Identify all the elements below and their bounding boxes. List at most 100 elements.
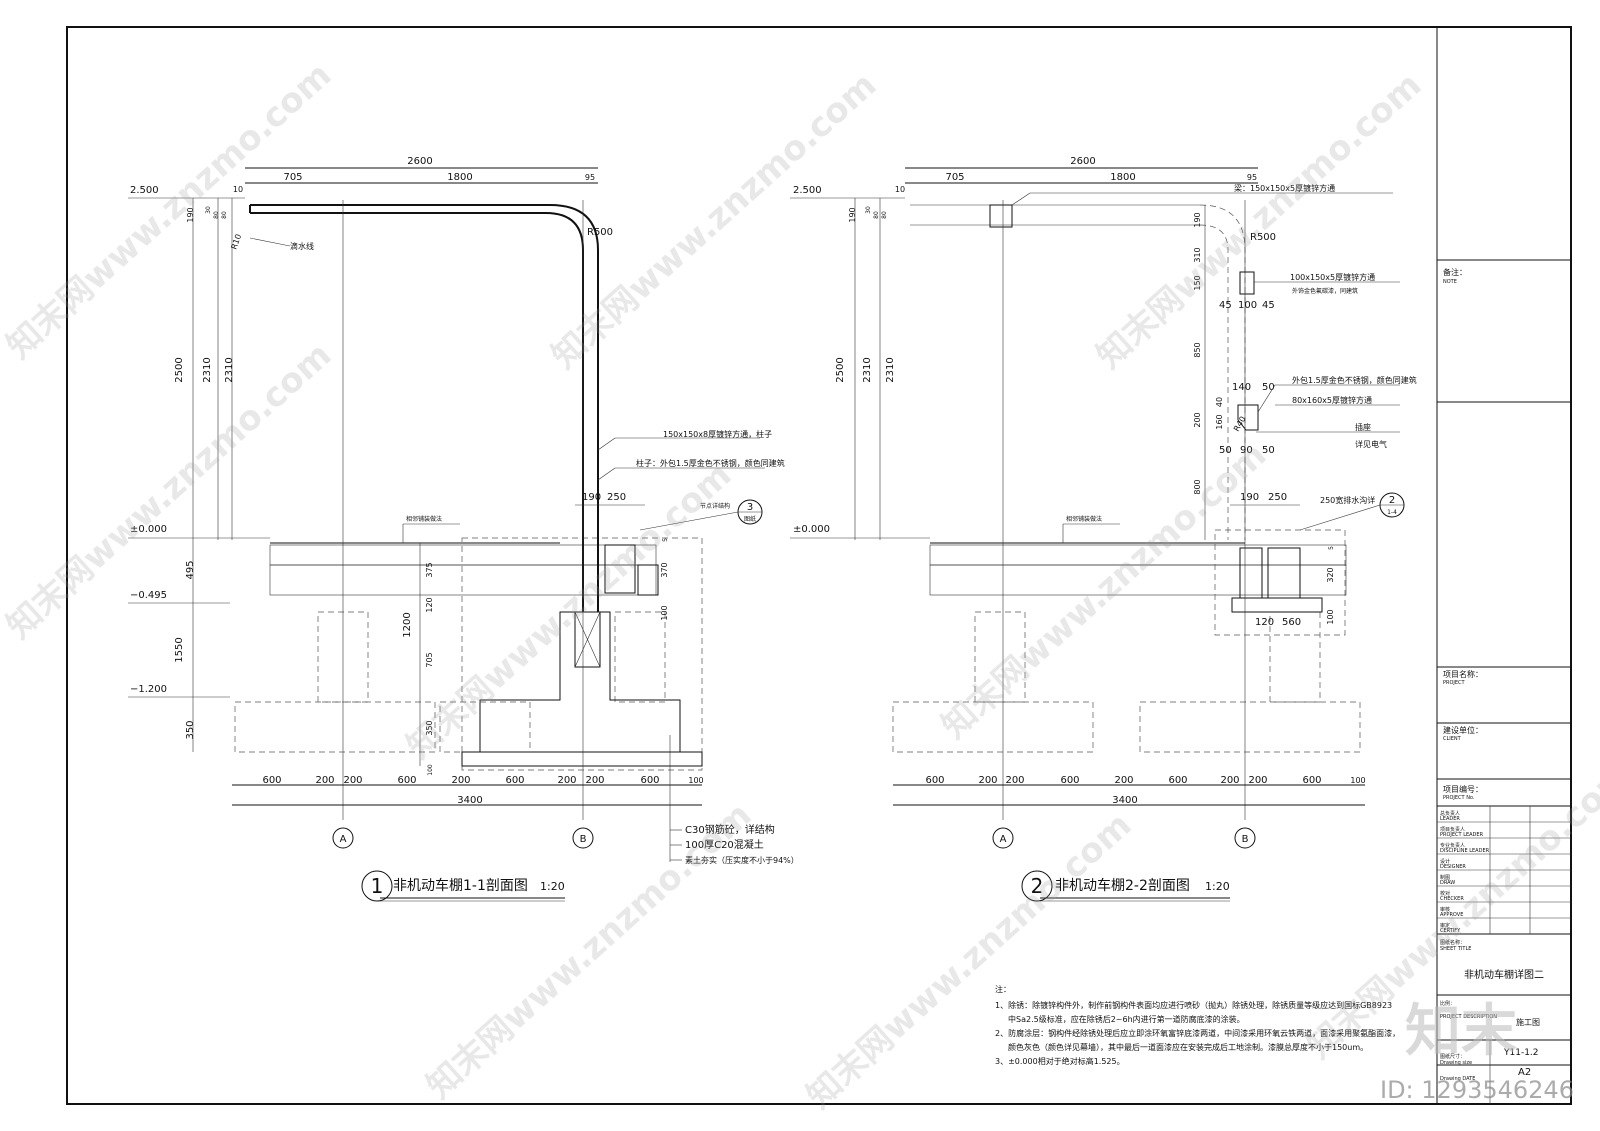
gutter-kerb xyxy=(1239,547,1263,599)
canopy-frame-outer xyxy=(250,212,584,612)
label-c30: C30钢筋砼，详结构 xyxy=(685,823,775,836)
tb-sheet-title-en: SHEET TITLE xyxy=(1440,946,1471,952)
dim-p160: 160 xyxy=(1215,414,1224,429)
watermark-text: 知末网www.znzmo.com xyxy=(0,55,339,367)
tb-phase-en: PROJECT DESCRIPTION xyxy=(1440,1014,1497,1020)
dim-2600: 2600 xyxy=(407,156,432,167)
tb-role-cn: 校对 xyxy=(1440,890,1450,897)
dim-h45b: 45 xyxy=(1262,300,1275,311)
watermark-brand: 知末 xyxy=(1405,999,1517,1064)
dim-120: 120 xyxy=(425,597,434,612)
dim-b200: 200 xyxy=(1005,775,1024,786)
tb-project-no-label: 项目编号： xyxy=(1443,784,1483,794)
dim-h250: 250 xyxy=(1268,492,1287,503)
tb-role-en: CERTIFY xyxy=(1440,928,1461,934)
dim-5r: 5 xyxy=(662,538,669,542)
label-post-clad: 柱子：外包1.5厚金色不锈钢，颜色同建筑 xyxy=(636,458,785,468)
dim-b100: 100 xyxy=(688,776,703,785)
axis-bubble-a xyxy=(332,827,354,849)
dim-250r: 250 xyxy=(607,492,626,503)
general-notes: 注： 1、除锈：除镀锌构件外，制作前钢构件表面均应进行喷砂（抛丸）除锈处理，除锈… xyxy=(995,984,1400,1066)
tb-role-en: DISCIPLINE LEADER xyxy=(1440,848,1490,854)
dim-2310: 2310 xyxy=(202,357,213,382)
tb-size: A2 xyxy=(1518,1067,1531,1078)
dim-b600: 600 xyxy=(925,775,944,786)
watermark-id: ID: 1293546246 xyxy=(1380,1076,1574,1104)
dim-b600: 600 xyxy=(1060,775,1079,786)
dim-30: 30 xyxy=(865,206,872,214)
embed-plate xyxy=(574,611,601,668)
label-drip: 滴水线 xyxy=(290,241,314,251)
tb-role-cn: 总负责人 xyxy=(1440,810,1460,817)
section-1-1: A B 2600 705 1800 95 10 2.500 ±0.000 −0.… xyxy=(128,156,799,902)
watermark-text: 知末网www.znzmo.com xyxy=(799,805,1139,1117)
tb-phase: 施工图 xyxy=(1516,1017,1540,1027)
dim-190: 190 xyxy=(848,207,857,222)
section-number-bubble xyxy=(361,870,393,902)
tb-project-no-en: PROJECT No. xyxy=(1443,795,1475,801)
tb-date-en: Drawing DATE xyxy=(1440,1076,1475,1082)
dim-r120: 120 xyxy=(1255,617,1274,628)
dim-b200: 200 xyxy=(343,775,362,786)
label-node: 节点详结构 xyxy=(700,502,730,510)
dim-h190: 190 xyxy=(1240,492,1259,503)
tb-role-cn: 审定 xyxy=(1440,922,1450,929)
dim-80: 80 xyxy=(213,211,220,219)
section-number: 2 xyxy=(1031,874,1044,898)
elev-2500: 2.500 xyxy=(793,185,822,196)
tb-role-cn: 审核 xyxy=(1440,906,1450,913)
notes-line: 3、±0.000相对于绝对标高1.525。 xyxy=(995,1056,1125,1066)
tb-sheet-no: Y11-1.2 xyxy=(1503,1048,1539,1058)
dim-1550: 1550 xyxy=(174,637,185,662)
dim-b100: 100 xyxy=(1350,776,1365,785)
section-number-bubble xyxy=(1021,870,1053,902)
dim-495: 495 xyxy=(185,560,196,579)
watermark-text: 知末网www.znzmo.com xyxy=(399,455,739,767)
tb-role-en: DESIGNER xyxy=(1440,864,1466,870)
tb-role-cn: 制图 xyxy=(1440,874,1450,881)
tb-project-en: PROJECT xyxy=(1443,680,1466,686)
tb-role-cn: 项目负责人 xyxy=(1440,826,1465,833)
section-scale: 1:20 xyxy=(540,880,565,893)
dim-705v: 705 xyxy=(425,652,434,667)
tb-role-en: APPROVE xyxy=(1440,912,1463,918)
tb-sheet-title-label: 图纸名称： xyxy=(1440,939,1465,946)
dim-h50b: 50 xyxy=(1219,445,1232,456)
dim-b200: 200 xyxy=(1248,775,1267,786)
dim-2310b: 2310 xyxy=(224,357,235,382)
tb-note-en: NOTE xyxy=(1443,279,1457,285)
watermark-text: 知末网www.znzmo.com xyxy=(934,435,1274,747)
elev-m0495: −0.495 xyxy=(130,590,167,601)
dim-80b: 80 xyxy=(881,211,888,219)
label-tube1b: 外饰金色氟碳漆，同建筑 xyxy=(1292,287,1358,295)
leader-node xyxy=(639,511,739,531)
dim-2310b: 2310 xyxy=(885,357,896,382)
dim-370r: 370 xyxy=(660,562,669,577)
radius-r500: R500 xyxy=(1250,232,1276,243)
axis-bubble-b xyxy=(1234,827,1256,849)
dim-b200: 200 xyxy=(315,775,334,786)
tb-scale-label: 比例： xyxy=(1440,1000,1455,1007)
dim-30: 30 xyxy=(205,206,212,214)
dim-p150: 150 xyxy=(1193,275,1202,290)
axis-label-b: B xyxy=(1242,834,1249,845)
dim-h90: 90 xyxy=(1240,445,1253,456)
tb-role-cn: 专业负责人 xyxy=(1440,842,1465,849)
socket-tube xyxy=(1237,404,1259,431)
watermark-text: 知末网www.znzmo.com xyxy=(1089,65,1429,377)
node-ref-number: 2 xyxy=(1389,495,1395,506)
dim-190r: 190 xyxy=(582,492,601,503)
dim-b600: 600 xyxy=(262,775,281,786)
label-drain: 250宽排水沟详 xyxy=(1320,495,1375,505)
tb-sheet-title: 非机动车棚详图二 xyxy=(1464,968,1544,981)
leader-post-tube xyxy=(597,437,616,451)
post-curve xyxy=(1199,224,1229,540)
dim-p850: 850 xyxy=(1193,342,1202,357)
section-title: 非机动车棚1-1剖面图 xyxy=(393,877,528,894)
label-post-tube: 150x150x8厚镀锌方通，柱子 xyxy=(663,429,772,439)
tb-client-label: 建设单位： xyxy=(1443,725,1483,735)
dim-h50c: 50 xyxy=(1262,445,1275,456)
dim-r320: 320 xyxy=(1326,567,1335,582)
leader-beam xyxy=(1011,192,1031,206)
leader-clad xyxy=(1257,384,1276,413)
